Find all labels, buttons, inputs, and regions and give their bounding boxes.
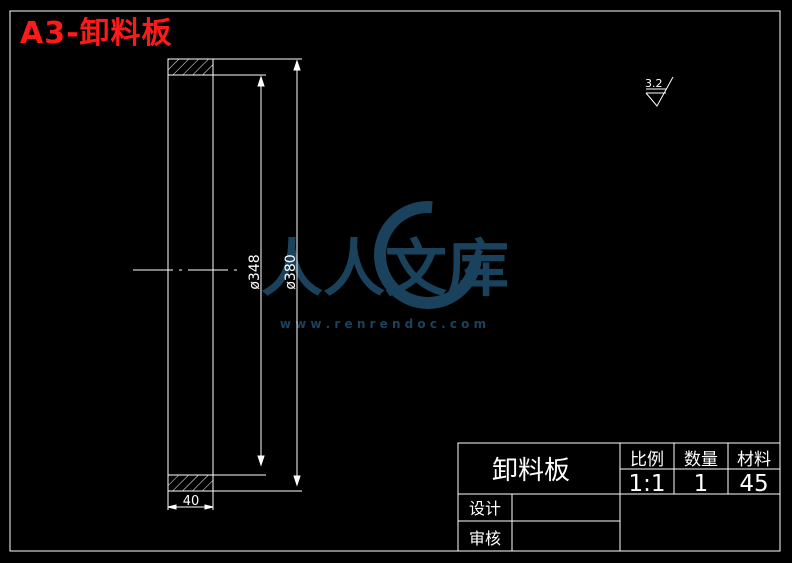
- drawing-frame: [9, 10, 781, 552]
- designer-label: 设计: [469, 499, 501, 518]
- scale-value: 1:1: [628, 471, 665, 497]
- part-section-view: [167, 58, 214, 492]
- part-outline: [167, 58, 214, 492]
- watermark: 人人文库 w w w . r e n r e n d o c . c o m: [261, 201, 509, 331]
- hatch-bottom: [167, 474, 214, 492]
- inner-diameter-label: ø348: [247, 254, 263, 289]
- reviewer-label: 审核: [469, 529, 501, 548]
- material-label: 材料: [737, 450, 771, 470]
- outer-diameter-label: ø380: [283, 254, 299, 289]
- watermark-text: 人人文库: [261, 232, 509, 305]
- thickness-dimension: [167, 491, 214, 510]
- watermark-logo-circle: [374, 201, 482, 309]
- extension-lines: [213, 58, 302, 492]
- thickness-label: 40: [183, 494, 200, 509]
- material-value: 45: [739, 471, 768, 497]
- part-name: 卸料板: [492, 456, 570, 486]
- quantity-label: 数量: [684, 450, 718, 470]
- watermark-url: w w w . r e n r e n d o c . c o m: [280, 317, 486, 331]
- roughness-value: 3.2: [645, 77, 663, 90]
- diameter-dimensions: [257, 59, 301, 487]
- quantity-value: 1: [694, 471, 709, 497]
- sheet-title: A3-卸料板: [20, 16, 173, 51]
- roughness-symbol: [645, 76, 674, 107]
- scale-label: 比例: [630, 450, 664, 470]
- hatch-top: [167, 58, 214, 76]
- title-block: [457, 442, 781, 552]
